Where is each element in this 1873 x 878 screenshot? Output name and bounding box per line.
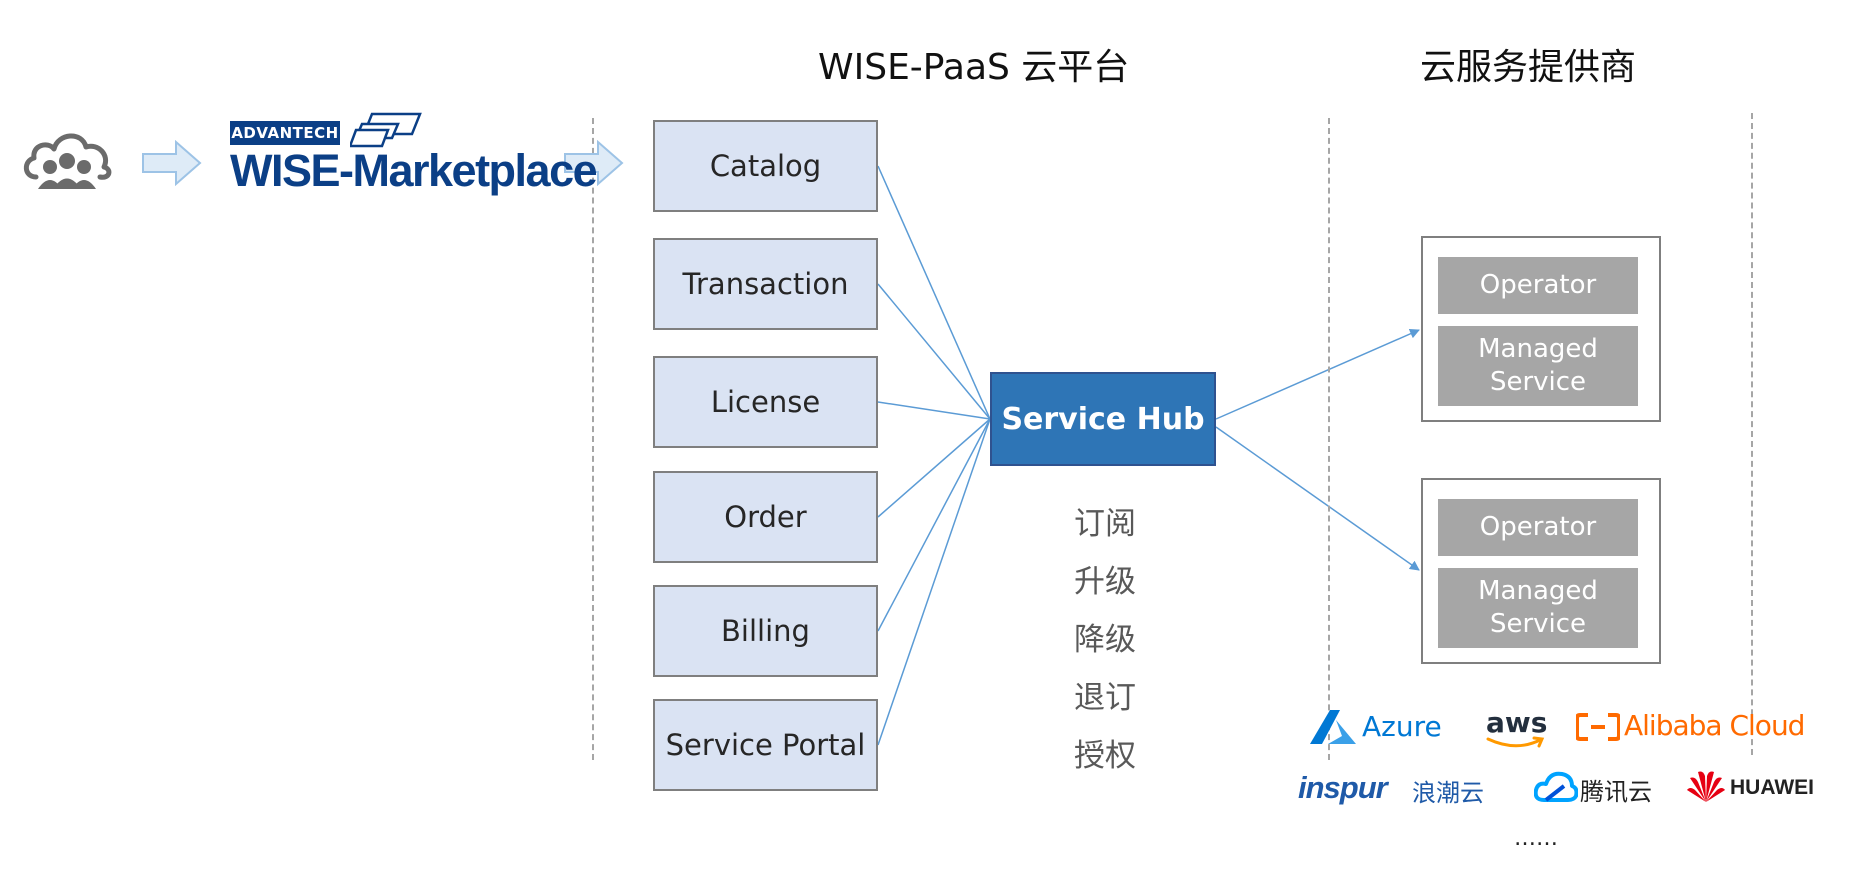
action-downgrade: 降级 bbox=[1074, 622, 1136, 658]
inspur-logo-text: inspur bbox=[1298, 770, 1388, 805]
module-transaction: Transaction bbox=[653, 238, 878, 330]
marketplace-frames-icon bbox=[350, 112, 422, 148]
separator-line-3 bbox=[1751, 113, 1753, 755]
action-unsubscribe: 退订 bbox=[1074, 680, 1136, 716]
tencent-cloud-icon bbox=[1534, 771, 1578, 802]
connector-module-license bbox=[877, 401, 991, 420]
module-service-portal: Service Portal bbox=[653, 699, 878, 791]
provider-box-2: Operator Managed Service bbox=[1421, 478, 1661, 664]
marketplace-name: WISE-Marketplace bbox=[230, 145, 598, 196]
alibaba-cloud-logo-text: Alibaba Cloud bbox=[1624, 709, 1805, 742]
connector-module-service-portal bbox=[877, 418, 991, 746]
providers-heading: 云服务提供商 bbox=[1420, 47, 1637, 88]
advantech-badge: ADVANTECH bbox=[230, 121, 340, 145]
action-upgrade: 升级 bbox=[1074, 564, 1136, 600]
module-license: License bbox=[653, 356, 878, 448]
connector-module-transaction bbox=[877, 283, 991, 420]
module-billing: Billing bbox=[653, 585, 878, 677]
azure-icon bbox=[1310, 710, 1356, 744]
connector-module-billing bbox=[877, 418, 991, 632]
action-authorize: 授权 bbox=[1074, 738, 1136, 774]
flow-arrow-icon bbox=[564, 140, 624, 186]
huawei-icon bbox=[1687, 771, 1725, 802]
arrow-hub-to-provider-2 bbox=[1215, 426, 1420, 571]
aws-logo-text: aws bbox=[1486, 706, 1548, 739]
managed-service-cell: Managed Service bbox=[1438, 568, 1638, 648]
action-subscribe: 订阅 bbox=[1074, 506, 1136, 542]
connector-module-order bbox=[877, 418, 991, 518]
operator-cell: Operator bbox=[1438, 499, 1638, 556]
provider-box-1: Operator Managed Service bbox=[1421, 236, 1661, 422]
users-cloud-icon bbox=[23, 133, 112, 189]
more-providers-ellipsis: …… bbox=[1514, 826, 1558, 851]
inspur-cloud-logo-text: 浪潮云 bbox=[1412, 779, 1484, 807]
module-catalog: Catalog bbox=[653, 120, 878, 212]
separator-line-2 bbox=[1328, 118, 1330, 760]
separator-line-1 bbox=[592, 118, 594, 760]
arrow-hub-to-provider-1 bbox=[1215, 329, 1420, 420]
operator-cell: Operator bbox=[1438, 257, 1638, 314]
service-hub: Service Hub bbox=[990, 372, 1216, 466]
aws-smile-icon bbox=[1486, 736, 1545, 748]
managed-service-cell: Managed Service bbox=[1438, 326, 1638, 406]
azure-logo-text: Azure bbox=[1362, 710, 1442, 743]
alibaba-cloud-icon bbox=[1576, 713, 1620, 741]
huawei-logo-text: HUAWEI bbox=[1730, 776, 1814, 799]
module-order: Order bbox=[653, 471, 878, 563]
connector-module-catalog bbox=[877, 165, 991, 420]
flow-arrow-icon bbox=[142, 140, 202, 186]
platform-heading: WISE-PaaS 云平台 bbox=[818, 47, 1130, 88]
tencent-cloud-logo-text: 腾讯云 bbox=[1580, 778, 1652, 806]
